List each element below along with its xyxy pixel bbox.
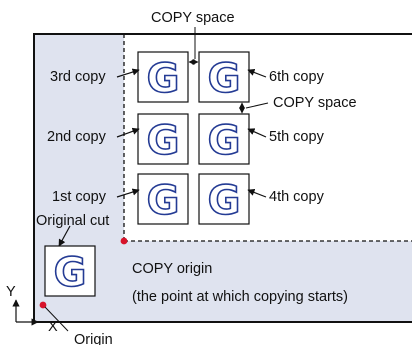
g-glyph: G (208, 118, 241, 164)
copy4-label: 4th copy (269, 189, 325, 205)
g-glyph: G (208, 178, 241, 224)
g-glyph: G (208, 56, 241, 102)
copy-tile-6: G (198, 51, 250, 103)
sheet-border (33, 33, 412, 323)
copy2-label: 2nd copy (47, 129, 107, 145)
copy-tile-5: G (198, 113, 250, 165)
axis-y-label: Y (6, 284, 16, 300)
copy3-label: 3rd copy (50, 69, 106, 85)
leader-lines (58, 68, 267, 247)
copy6-label: 6th copy (269, 69, 325, 85)
g-glyph: G (147, 178, 180, 224)
axis-x-label: X (48, 319, 58, 335)
copy-origin-note: (the point at which copying starts) (132, 289, 348, 305)
g-glyph: G (147, 118, 180, 164)
copy-space-right-label: COPY space (273, 95, 357, 111)
origin-label: Origin (74, 332, 113, 345)
origin-leader (44, 306, 69, 332)
g-glyph: G (54, 250, 87, 296)
copy-tile-3: G (137, 51, 189, 103)
copy-tile-1: G (137, 173, 189, 225)
copy-space-markers (188, 27, 269, 114)
copy-area-boundary (123, 34, 412, 242)
copy-tile-4: G (198, 173, 250, 225)
original-cut-label: Original cut (36, 213, 109, 229)
copy-tile-2: G (137, 113, 189, 165)
g-glyph: G (147, 56, 180, 102)
copy-origin-point (120, 237, 128, 245)
copy-space-top-label: COPY space (151, 10, 235, 26)
axes (12, 299, 39, 326)
original-cut-tile: G (44, 245, 96, 297)
copy1-label: 1st copy (52, 189, 107, 205)
origin-point (39, 301, 47, 309)
copy5-label: 5th copy (269, 129, 325, 145)
copy-origin-label: COPY origin (132, 261, 212, 277)
